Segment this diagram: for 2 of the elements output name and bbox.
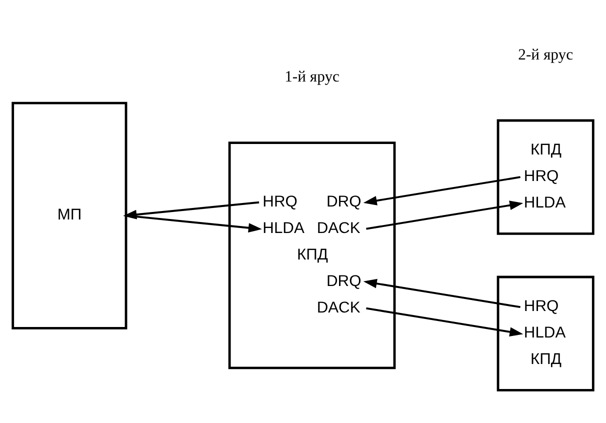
label: 2-й ярус (518, 46, 574, 64)
label: 1-й ярус (284, 68, 340, 85)
